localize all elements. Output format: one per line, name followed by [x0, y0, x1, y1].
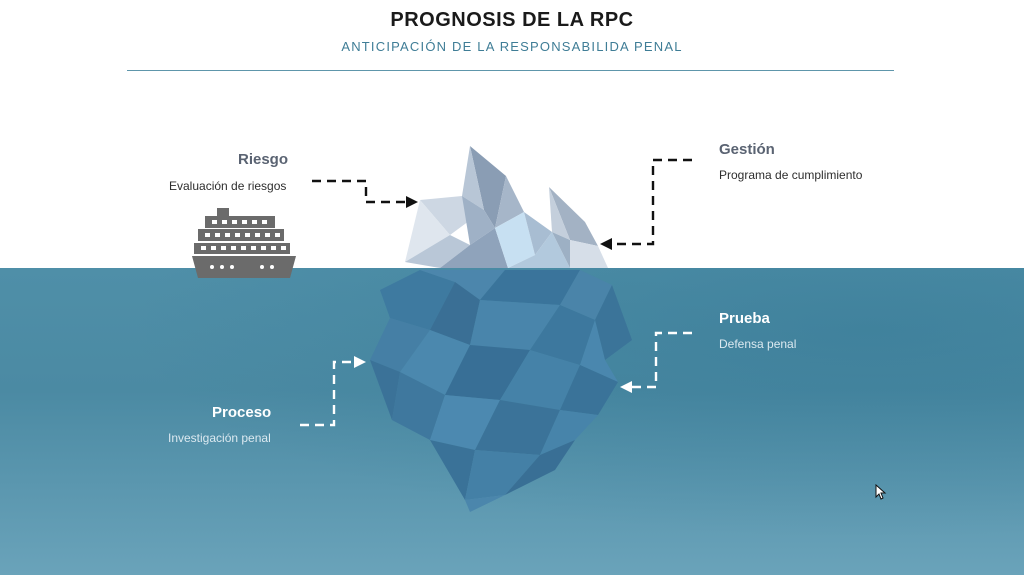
arrow-prueba	[628, 331, 692, 389]
arrow-riesgo	[312, 179, 410, 204]
iceberg-base	[370, 270, 632, 512]
header-divider	[127, 70, 894, 71]
arrowhead-riesgo	[406, 196, 418, 208]
label-prueba-title: Prueba	[719, 310, 770, 327]
label-gestion-title: Gestión	[719, 141, 775, 158]
arrow-proceso	[300, 360, 358, 427]
iceberg-tip	[405, 146, 608, 268]
page-subtitle: ANTICIPACIÓN DE LA RESPONSABILIDA PENAL	[341, 39, 683, 54]
label-gestion-subtitle: Programa de cumplimiento	[719, 168, 863, 182]
page-title: PROGNOSIS DE LA RPC	[390, 9, 634, 31]
label-proceso-title: Proceso	[212, 404, 272, 421]
arrowhead-prueba	[620, 381, 632, 393]
ship-icon	[192, 208, 296, 278]
arrowhead-gestion	[600, 238, 612, 250]
label-prueba-subtitle: Defensa penal	[719, 337, 797, 351]
arrowhead-proceso	[354, 356, 366, 368]
label-riesgo-title: Riesgo	[238, 151, 289, 168]
cursor-icon	[875, 484, 887, 500]
iceberg-icon	[370, 146, 632, 512]
label-proceso-subtitle: Investigación penal	[168, 431, 271, 445]
arrow-gestion	[608, 158, 692, 246]
label-riesgo-subtitle: Evaluación de riesgos	[169, 179, 287, 193]
